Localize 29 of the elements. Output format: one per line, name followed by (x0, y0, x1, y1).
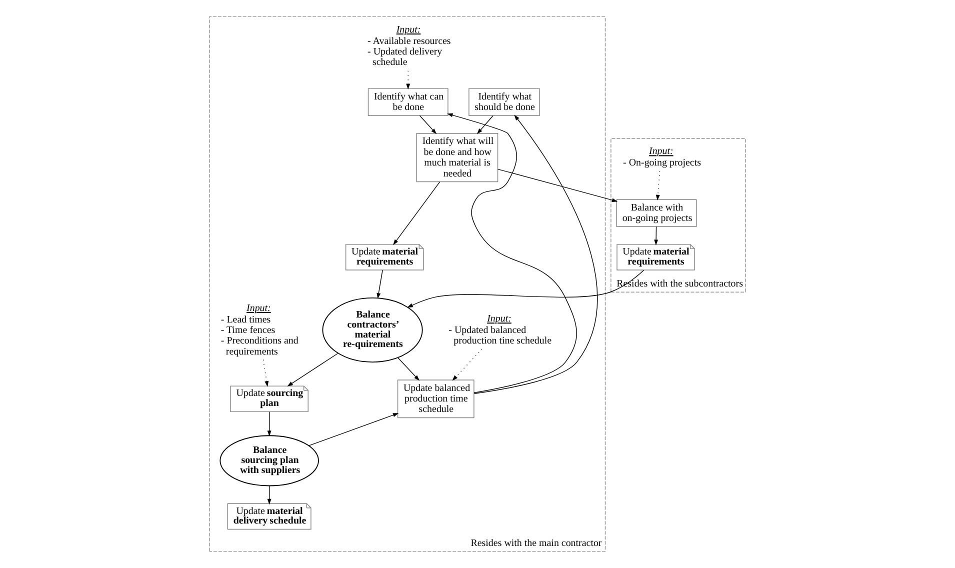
node-box: Identify what can be done (368, 88, 448, 116)
arrow (407, 270, 644, 308)
arrow (308, 413, 399, 446)
arrow (656, 170, 660, 201)
node-ellipse: Balance sourcing plan with suppliers (220, 435, 319, 486)
arrow (393, 181, 440, 246)
arrow (287, 353, 338, 386)
node-ellipse: Balance contractors’ material re-quirements (322, 298, 423, 362)
arrow (398, 357, 420, 381)
arrow (419, 115, 437, 134)
node-box: Balance with on-going projects (616, 199, 697, 227)
arrow (406, 70, 410, 90)
arrow (476, 115, 494, 134)
arrow (474, 114, 598, 394)
node-text: Input: - Lead times - Time fences - Preconditions and requirements (220, 302, 298, 358)
node-box: Identify what will be done and how much material is needed (416, 133, 498, 182)
arrow (262, 359, 269, 387)
node-box: Update balanced production time schedule (397, 380, 474, 418)
node-text: Input: - Available resources - Updated delivery schedule (368, 24, 451, 68)
arrow (497, 168, 618, 202)
arrow (654, 226, 658, 246)
arrow (447, 113, 577, 394)
node-text: Input: - Updated balanced production tine schedule (448, 314, 552, 347)
arrow (267, 411, 272, 436)
arrow (376, 270, 383, 299)
arrow (267, 486, 272, 505)
arrow (452, 348, 482, 381)
node-text: Input: - On-going projects (623, 146, 701, 169)
node-box: Identify what should be done (468, 88, 540, 116)
